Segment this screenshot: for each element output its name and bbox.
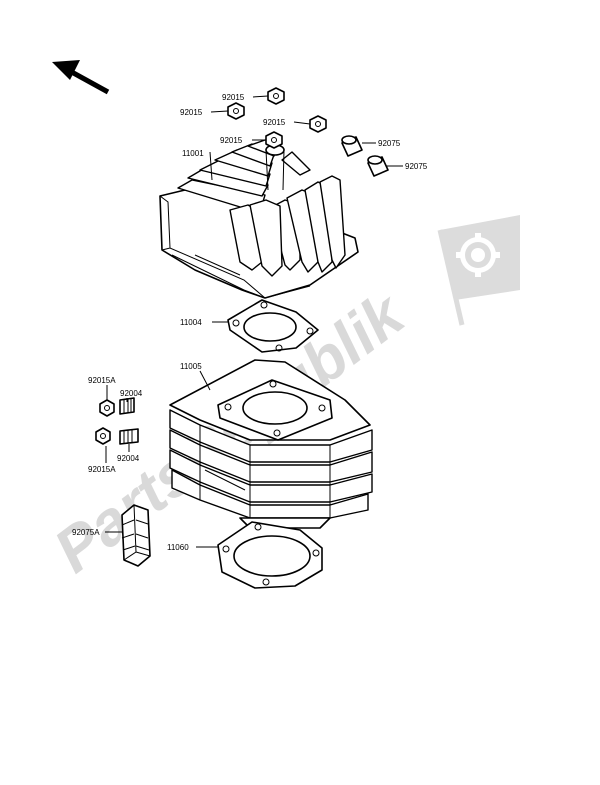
dowel-pin-icon <box>341 135 363 157</box>
damper-block-icon <box>121 504 151 567</box>
label-stud-92004: 92004 <box>117 454 140 463</box>
cylinder-block <box>169 359 373 529</box>
label-nut-92015: 92015 <box>222 93 245 102</box>
stud-bolt-icon <box>119 428 139 445</box>
label-nut-92015a: 92015A <box>88 376 116 385</box>
base-gasket <box>217 521 323 589</box>
nut-icon <box>267 87 285 105</box>
label-stud-92004: 92004 <box>120 389 143 398</box>
label-nut-92015: 92015 <box>263 118 286 127</box>
label-dowel-92075: 92075 <box>405 162 428 171</box>
dowel-pin-icon <box>367 155 389 177</box>
label-damper-92075a: 92075A <box>72 528 100 537</box>
label-nut-92015: 92015 <box>180 108 203 117</box>
leader-lines <box>105 95 403 548</box>
label-cylinder-head-11001: 11001 <box>182 149 204 158</box>
gear-flag-icon <box>437 215 520 326</box>
nut-icon <box>227 102 245 120</box>
nut-icon <box>265 131 283 149</box>
label-base-gasket-11060: 11060 <box>167 543 189 552</box>
part-labels: 92015 92015 92015 92015 92075 92075 1100… <box>72 93 428 552</box>
nut-icon <box>99 399 115 417</box>
label-nut-92015a: 92015A <box>88 465 116 474</box>
nut-icon <box>95 427 111 445</box>
nut-icon <box>309 115 327 133</box>
label-head-gasket-11004: 11004 <box>180 318 202 327</box>
stud-bolt-icon <box>119 397 135 415</box>
label-nut-92015: 92015 <box>220 136 243 145</box>
label-cylinder-11005: 11005 <box>180 362 202 371</box>
head-gasket <box>227 299 319 353</box>
label-dowel-92075: 92075 <box>378 139 401 148</box>
direction-arrow-icon <box>52 60 110 95</box>
cylinder-head <box>159 139 359 299</box>
